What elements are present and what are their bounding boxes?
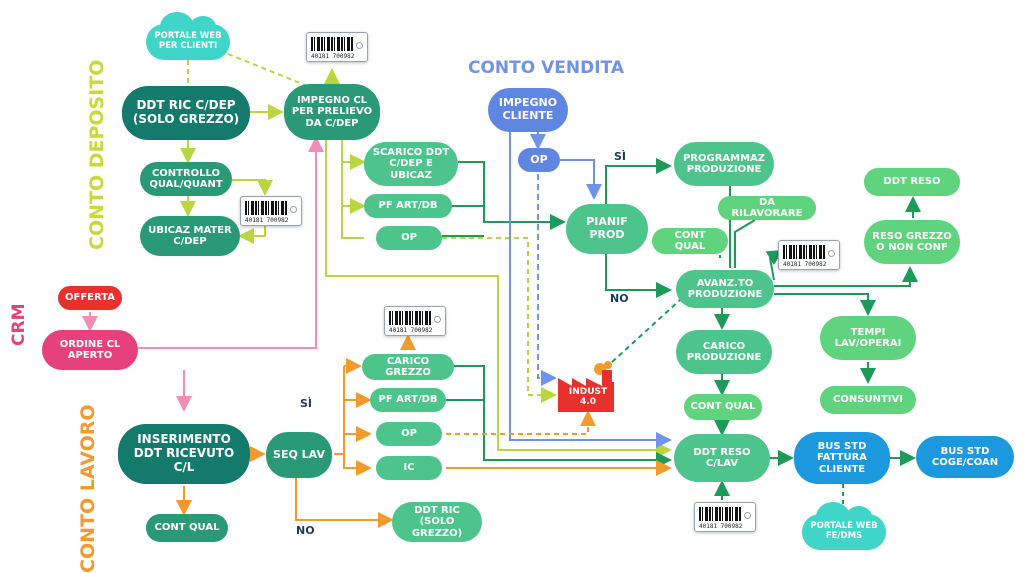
node-ordine-cl[interactable]: ORDINE CL APERTO (42, 330, 138, 370)
smoke-puff (604, 361, 612, 369)
node-seq-lav[interactable]: SEQ LAV (266, 432, 332, 478)
node-programmaz-produzione[interactable]: PROGRAMMAZ PRODUZIONE (674, 142, 774, 186)
node-offerta[interactable]: OFFERTA (58, 286, 122, 310)
label-no-vendita: NO (610, 292, 629, 305)
barcode-tag-5: 40181 700982 (694, 502, 756, 532)
label-si-lavoro: SÌ (300, 397, 313, 410)
node-op-2[interactable]: OP (376, 422, 442, 446)
node-ic[interactable]: IC (376, 456, 442, 480)
barcode-tag-3: 40181 700982 (778, 240, 840, 270)
node-portale-web-clienti[interactable]: PORTALE WEB PER CLIENTI (146, 12, 230, 60)
node-ubicaz-mater[interactable]: UBICAZ MATER C/DEP (140, 216, 240, 256)
node-ddt-ric-grezzo[interactable]: DDT RIC (SOLO GREZZO) (392, 502, 482, 542)
section-conto-lavoro: CONTO LAVORO (77, 404, 99, 573)
node-tempi-lav[interactable]: TEMPI LAV/OPERAI (820, 316, 916, 360)
barcode-number: 40181 700982 (699, 523, 743, 530)
node-controllo-qual[interactable]: CONTROLLO QUAL/QUANT (140, 162, 232, 196)
node-indust: INDUST 4.0 (568, 386, 608, 407)
label-si-vendita: SÌ (614, 150, 627, 163)
node-op-1[interactable]: OP (376, 226, 442, 250)
node-bus-fattura[interactable]: BUS STD FATTURA CLIENTE (794, 432, 890, 484)
node-carico-produzione[interactable]: CARICO PRODUZIONE (676, 330, 772, 374)
node-avanz-produzione[interactable]: AVANZ.TO PRODUZIONE (676, 270, 774, 308)
barcode-number: 40181 700982 (783, 261, 827, 268)
node-scarico-ddt[interactable]: SCARICO DDT C/DEP E UBICAZ (364, 142, 458, 186)
factory-body (558, 378, 614, 412)
node-ddt-reso-top[interactable]: DDT RESO (864, 168, 960, 196)
node-ddt-reso-clav[interactable]: DDT RESO C/LAV (674, 434, 770, 482)
node-pf-art-db-2[interactable]: PF ART/DB (370, 388, 446, 412)
section-conto-deposito: CONTO DEPOSITO (86, 59, 108, 250)
barcode-number: 40181 700982 (311, 53, 355, 60)
node-reso-grezzo[interactable]: RESO GREZZO O NON CONF (864, 220, 960, 264)
node-pianif-prod[interactable]: PIANIF PROD (566, 204, 648, 254)
node-carico-grezzo[interactable]: CARICO GREZZO (362, 354, 454, 380)
node-op-vendita[interactable]: OP (518, 148, 560, 172)
node-impegno-cl-prelievo[interactable]: IMPEGNO CL PER PRELIEVO DA C/DEP (284, 84, 380, 140)
barcode-number: 40181 700982 (245, 217, 289, 224)
node-cont-qual-1[interactable]: CONT QUAL (652, 228, 728, 254)
node-da-rilavorare[interactable]: DA RILAVORARE (718, 196, 816, 220)
node-pf-art-db-1[interactable]: PF ART/DB (364, 194, 452, 218)
node-consuntivi[interactable]: CONSUNTIVI (820, 386, 916, 414)
indust-factory-icon[interactable] (556, 360, 620, 412)
node-impegno-cliente[interactable]: IMPEGNO CLIENTE (488, 88, 568, 132)
barcode-tag-1: 40181 700982 (306, 32, 368, 62)
barcode-tag-4: 40181 700982 (384, 306, 446, 336)
node-ddt-ric-cdep[interactable]: DDT RIC C/DEP (SOLO GREZZO) (122, 86, 250, 140)
node-portale-fe-dms[interactable]: PORTALE WEB FE/DMS (802, 502, 886, 550)
node-cont-qual-3[interactable]: CONT QUAL (146, 514, 228, 542)
portale-web-clienti-label: PORTALE WEB PER CLIENTI (154, 31, 222, 51)
barcode-tag-2: 40181 700982 (240, 196, 302, 226)
barcode-number: 40181 700982 (389, 327, 433, 334)
section-conto-vendita: CONTO VENDITA (468, 58, 624, 78)
portale-fe-dms-label: PORTALE WEB FE/DMS (810, 521, 878, 541)
factory-chimney (602, 370, 612, 384)
section-crm: CRM (9, 303, 29, 346)
node-bus-coge[interactable]: BUS STD COGE/COAN (916, 436, 1014, 478)
node-cont-qual-2[interactable]: CONT QUAL (684, 394, 762, 420)
node-inserimento-ddt[interactable]: INSERIMENTO DDT RICEVUTO C/L (118, 424, 250, 484)
label-no-lavoro: NO (296, 524, 315, 537)
